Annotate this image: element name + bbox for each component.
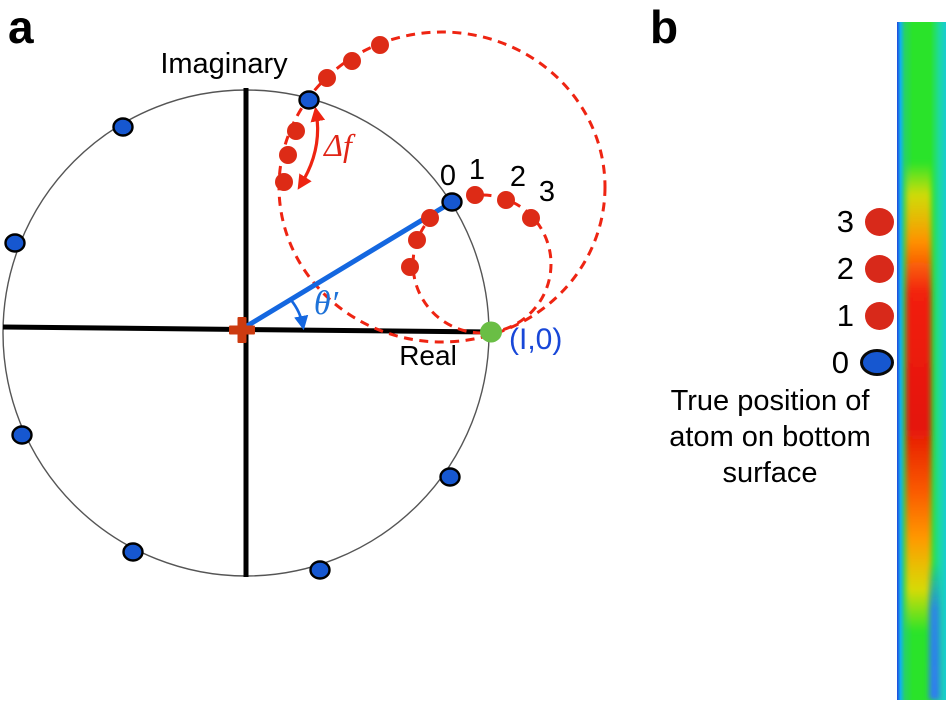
real-axis-label: Real <box>399 340 457 371</box>
blue-dot <box>298 90 320 110</box>
red-dot-icon <box>865 301 894 330</box>
imaginary-axis-label: Imaginary <box>160 48 288 80</box>
delta-f-arrow <box>297 106 326 190</box>
legend-row-1: 1 <box>812 292 894 339</box>
pixel-label-3: 3 <box>538 176 556 208</box>
pixel-label-1: 1 <box>468 154 486 186</box>
colormap-strip-image <box>897 22 946 700</box>
panel-b-label: b <box>650 1 679 53</box>
red-dot <box>497 191 515 209</box>
blue-dot <box>439 467 461 487</box>
strip-hot-band <box>906 162 931 632</box>
legend-label-1: 1 <box>836 297 854 333</box>
theta-prime-label: θ′ <box>313 285 339 322</box>
blue-dot-icon <box>860 349 894 376</box>
delta-f-label: Δf <box>324 127 352 163</box>
caption-line-2: atom on bottom <box>669 421 871 453</box>
red-dot-icon <box>865 207 894 236</box>
blue-dot <box>122 542 144 562</box>
origin-cross <box>237 317 247 343</box>
phasor-diagram <box>2 30 607 580</box>
panel-a-label: a <box>8 1 34 53</box>
red-dot-icon <box>865 254 894 283</box>
red-dot <box>466 186 484 204</box>
phasor-line <box>239 199 455 332</box>
caption-line-1: True position of <box>670 385 870 417</box>
legend-row-0: 0 <box>812 339 894 386</box>
pixel-label-0: 0 <box>439 160 457 192</box>
blue-dot <box>11 425 33 445</box>
blue-dot <box>441 192 463 212</box>
blue-dot <box>112 117 134 137</box>
red-dot <box>275 173 293 191</box>
blue-dot <box>4 233 26 253</box>
red-dot <box>287 122 305 140</box>
true-position-caption: True position of atom on bottom surface <box>648 383 892 491</box>
red-dot <box>279 146 297 164</box>
legend-label-0: 0 <box>831 344 849 380</box>
red-dot <box>371 36 389 54</box>
red-dot <box>318 69 336 87</box>
red-dot <box>421 209 439 227</box>
red-dot <box>408 231 426 249</box>
green-dot <box>480 321 502 343</box>
unit-point-label: (I,0) <box>509 323 563 356</box>
red-dot <box>522 209 540 227</box>
pixel-path-dashed-circle <box>411 193 553 335</box>
legend-row-2: 2 <box>812 245 894 292</box>
strip-cold-streak <box>929 562 940 700</box>
legend-label-3: 3 <box>836 203 854 239</box>
legend-row-3: 3 <box>812 198 894 245</box>
red-dot <box>343 52 361 70</box>
legend: 3 2 1 0 <box>812 198 894 386</box>
blue-dot <box>309 560 331 580</box>
caption-line-3: surface <box>722 457 818 489</box>
pixel-label-2: 2 <box>509 161 527 193</box>
legend-label-2: 2 <box>836 250 854 286</box>
red-dot <box>401 258 419 276</box>
theta-angle-arc <box>289 299 309 331</box>
